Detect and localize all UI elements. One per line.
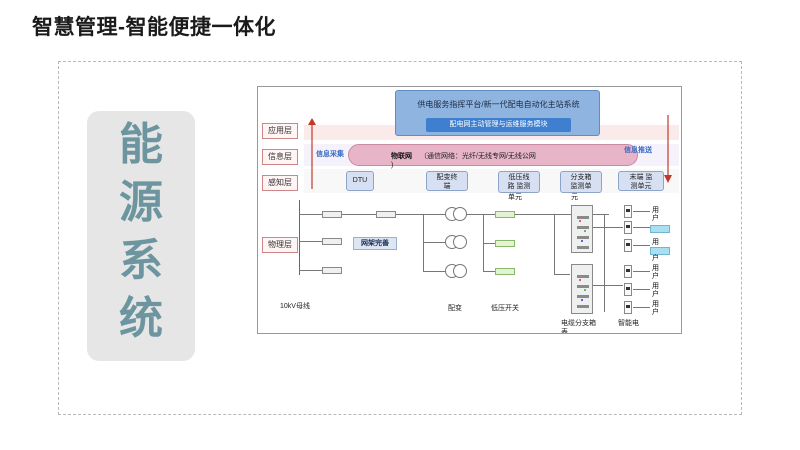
user-5-line1: 用 (652, 301, 659, 308)
branch-monitor-line2: 监测单 (570, 183, 592, 190)
transformer-3-coil-b (453, 264, 467, 278)
user-box-2 (650, 247, 670, 255)
feeder-breaker-3 (322, 267, 342, 274)
user-4-line2: 户 (652, 291, 659, 298)
smart-meter-4 (624, 265, 632, 278)
transformer-1-coil-b (453, 207, 467, 221)
user-3-line2: 户 (652, 273, 659, 280)
smart-meter-6 (624, 301, 632, 314)
busbar-line (299, 200, 300, 275)
transformer-link-2 (423, 242, 447, 243)
side-char-2: 源 (119, 178, 163, 227)
user-link-6 (633, 307, 650, 308)
platform-module: 配电网主动管理与运维服务模块 (426, 118, 571, 132)
meter-feed (604, 214, 605, 312)
iot-label: 物联网 (391, 153, 412, 160)
lv-monitor-line1: 低压线 (508, 174, 530, 181)
transformer-terminal-line1: 配变终 (436, 174, 458, 181)
user-4-line1: 用 (652, 283, 659, 290)
layer-perception-label: 感知层 (262, 175, 298, 191)
meter-link-1 (593, 227, 623, 228)
meter-link-2 (593, 285, 623, 286)
transformer-terminal-line2: 端 (443, 183, 451, 190)
side-char-3: 系 (119, 236, 163, 285)
end-monitor-line2: 测单元 (630, 183, 652, 190)
layer-information-label: 信息层 (262, 149, 298, 165)
smart-meter-1 (624, 205, 632, 218)
end-monitor-node: 末端 监 测单元 (618, 171, 664, 191)
layer-physical-label: 物理层 (262, 237, 298, 253)
cabinet-feed (554, 214, 555, 274)
user-2-line1: 用 (652, 239, 659, 246)
iot-cloud (348, 144, 638, 166)
side-char-1: 能 (119, 120, 163, 169)
lv-switch-label: 低压开关 (491, 305, 519, 312)
lv-switch-2 (495, 240, 515, 247)
lv-link-3 (483, 271, 495, 272)
iot-description: （通信网络：光纤/无线专网/无线公网 (420, 153, 536, 160)
user-link-1 (633, 211, 650, 212)
platform-title: 供电服务指挥平台/新一代配电自动化主站系统 (417, 100, 580, 109)
grid-improvement-label: 网架完善 (353, 237, 397, 250)
branch-monitor-node: 分支箱 监测单 (560, 171, 602, 193)
user-link-4 (633, 271, 650, 272)
lv-monitor-node: 低压线 路 监测 (498, 171, 540, 193)
platform-box: 供电服务指挥平台/新一代配电自动化主站系统 配电网主动管理与运维服务模块 (395, 90, 600, 136)
user-link-2 (633, 227, 650, 228)
branch-monitor-line1: 分支箱 (570, 174, 592, 181)
lv-monitor-line2: 路 监测 (507, 183, 531, 190)
transformer-terminal-node: 配变终 端 (426, 171, 468, 191)
user-2-line2: 户 (652, 255, 659, 262)
cable-branch-cabinet-2 (571, 264, 593, 314)
dtu-node: DTU (346, 171, 374, 191)
dotted-feeder (344, 214, 374, 215)
feeder-3 (299, 270, 323, 271)
cable-branch-box-label: 电缆分支箱 (561, 320, 596, 327)
user-3-line1: 用 (652, 265, 659, 272)
content-frame (58, 61, 742, 415)
transformer-2-coil-b (453, 235, 467, 249)
side-panel: 能 源 系 统 (87, 111, 195, 361)
busbar-label: 10kV母线 (280, 303, 310, 310)
down-arrow-icon (664, 115, 672, 183)
user-link-3 (633, 245, 650, 246)
transformer-feed (423, 214, 424, 272)
cabinet-link-2 (554, 274, 570, 275)
smart-meter-5 (624, 283, 632, 296)
feeder-breaker-2 (322, 238, 342, 245)
user-link-5 (633, 289, 650, 290)
architecture-diagram: 应用层 信息层 感知层 物理层 供电服务指挥平台/新一代配电自动化主站系统 配电… (257, 86, 682, 334)
cable-branch-box-label-2: 表 (561, 329, 568, 334)
info-push-label: 信息推送 (624, 147, 652, 154)
feeder-breaker-sectional (376, 211, 396, 218)
lv-switch-1 (495, 211, 515, 218)
lv-link-2 (483, 243, 495, 244)
feeder-breaker-1 (322, 211, 342, 218)
transformer-label: 配变 (448, 305, 462, 312)
transformer-link-3 (423, 271, 447, 272)
smart-meter-2 (624, 221, 632, 234)
user-1-line2: 户 (652, 215, 659, 222)
page-title: 智慧管理-智能便捷一体化 (32, 16, 276, 39)
lv-switch-3 (495, 268, 515, 275)
smart-meter-label: 智能电 (618, 320, 639, 327)
iot-closing-paren: ) (391, 162, 394, 169)
user-box-1 (650, 225, 670, 233)
info-collect-label: 信息采集 (316, 151, 344, 158)
cable-branch-cabinet-1 (571, 205, 593, 253)
feeder-2 (299, 241, 323, 242)
up-arrow-icon (308, 118, 316, 189)
side-char-4: 统 (119, 294, 163, 343)
branch-monitor-line3: 元 (571, 194, 578, 201)
user-5-line2: 户 (652, 309, 659, 316)
user-1-line1: 用 (652, 207, 659, 214)
lv-monitor-line3: 单元 (508, 194, 522, 201)
dtu-label: DTU (352, 177, 368, 184)
layer-application-label: 应用层 (262, 123, 298, 139)
smart-meter-3 (624, 239, 632, 252)
end-monitor-line1: 末端 监 (629, 174, 653, 181)
